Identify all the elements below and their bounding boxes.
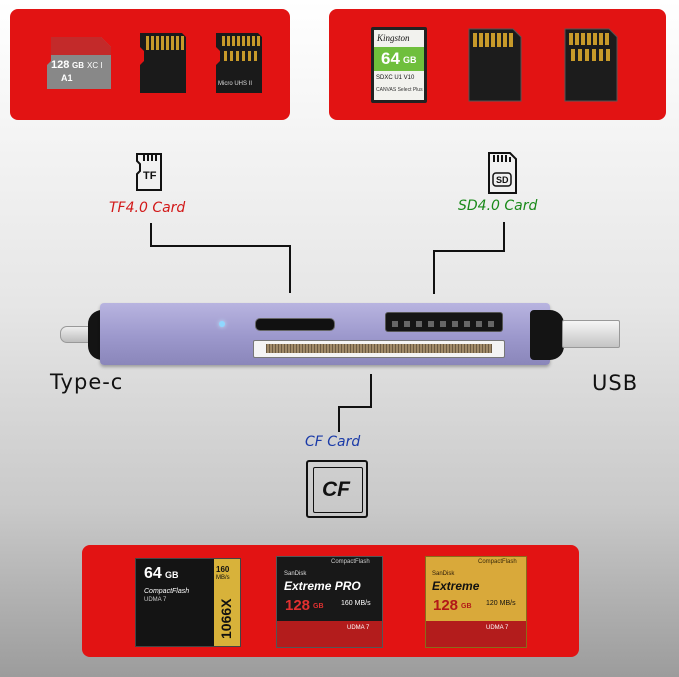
cf-leader-vertical-top — [370, 374, 372, 408]
cf3-line: Extreme — [432, 579, 480, 593]
cf3-red-band — [426, 621, 526, 647]
sd-uhs2-card-shape — [564, 28, 618, 102]
cf1-speed: 160 — [216, 565, 230, 574]
microsd-a1: A1 — [61, 73, 73, 83]
tf-card-label: TF4.0 Card — [109, 200, 186, 216]
tf-icon-text: TF — [143, 170, 157, 182]
cf2-line: Extreme PRO — [284, 579, 361, 593]
tf-leader-horizontal — [150, 245, 291, 247]
sd-uhs2-card — [563, 27, 619, 103]
cf1-speed-unit: MB/s — [216, 575, 230, 581]
cf2-speed: 160 MB/s — [341, 600, 371, 607]
sd-marks: SDXC U1 V10 — [376, 75, 415, 81]
cf2-brand: CompactFlash — [331, 559, 370, 565]
sd-capacity: 64 — [381, 49, 400, 68]
sd-brand: Kingston — [377, 33, 410, 43]
cf-slot-pins — [266, 344, 492, 353]
tf-card-icon: TF — [134, 152, 164, 192]
sd-unit: GB — [403, 55, 417, 65]
sd-card-icon: SD — [486, 151, 518, 195]
cf-card-icon-inner — [313, 467, 363, 513]
cf-card-slot — [253, 340, 505, 358]
cf3-maker: SanDisk — [432, 571, 455, 577]
cf-leader-vertical-down — [338, 406, 340, 432]
cf1-rating: 1066X — [218, 598, 234, 639]
top-right-card-panel: Kingston 64 GB SDXC U1 V10 CANVAS Select… — [329, 9, 666, 120]
cf2-udma: UDMA 7 — [347, 625, 370, 631]
sd-card-front: Kingston 64 GB SDXC U1 V10 CANVAS Select… — [371, 27, 427, 103]
sd-slot-pins — [392, 321, 494, 327]
type-c-label: Type-c — [50, 370, 124, 394]
microsd-marks: XC I — [87, 61, 103, 70]
cf2-red-band — [277, 621, 382, 647]
microsd-card-front: 128 GB XC I A1 — [45, 35, 113, 91]
tf-card-icon-shape — [136, 153, 162, 191]
top-left-card-panel: 128 GB XC I A1 Micro UHS II — [10, 9, 290, 120]
cf-card-icon: CF — [306, 460, 368, 518]
sd-leader-vertical-top — [503, 222, 505, 251]
cf-card-extreme: CompactFlash SanDisk Extreme 128 GB 120 … — [425, 556, 527, 648]
tf-leader-vertical-down — [289, 245, 291, 293]
cf-leader-horizontal — [338, 406, 372, 408]
microsd-unit: GB — [72, 61, 84, 70]
microsd-uhs2-text: Micro UHS II — [218, 81, 253, 87]
cf-icon-text: CF — [322, 478, 350, 501]
sd-leader-vertical-down — [433, 250, 435, 294]
tf-card-slot — [255, 318, 335, 331]
cf1-udma: UDMA 7 — [144, 597, 167, 603]
sd-card-back-shape — [468, 28, 522, 102]
sd-card-icon-shape — [488, 152, 517, 194]
usb-a-connector — [562, 320, 620, 348]
usb-label: USB — [592, 371, 639, 395]
sd-model: CANVAS Select Plus — [376, 87, 423, 93]
cf2-capacity: 128 — [285, 597, 311, 614]
cf3-udma: UDMA 7 — [486, 625, 509, 631]
microsd-uhs2-card-shape — [216, 33, 262, 93]
status-led — [219, 321, 225, 327]
cf-card-1066x-gold-band — [214, 559, 240, 646]
cf-card-1066x: 64 GB CompactFlash UDMA 7 160 MB/s 1066X — [135, 558, 241, 647]
sd-leader-horizontal — [433, 250, 505, 252]
cf2-unit: GB — [313, 603, 324, 610]
reader-right-cap — [530, 310, 564, 360]
cf3-capacity: 128 — [433, 597, 459, 614]
cf2-maker: SanDisk — [284, 571, 307, 577]
sd-card-label: SD4.0 Card — [458, 198, 538, 214]
microsd-capacity: 128 — [51, 59, 70, 71]
cf-card-extreme-pro: CompactFlash SanDisk Extreme PRO 128 GB … — [276, 556, 383, 648]
cf-card-label: CF Card — [305, 434, 361, 450]
microsd-card-back-shape — [140, 33, 186, 93]
microsd-uhs2-card: Micro UHS II — [214, 31, 264, 95]
cf3-unit: GB — [461, 603, 472, 610]
cf1-brand: CompactFlash — [144, 588, 190, 595]
cf1-capacity: 64 — [144, 565, 162, 582]
tf-leader-vertical-top — [150, 223, 152, 246]
sd-card-slot — [385, 312, 503, 332]
cf1-unit: GB — [165, 570, 179, 580]
bottom-cf-card-panel: 64 GB CompactFlash UDMA 7 160 MB/s 1066X… — [82, 545, 579, 657]
cf3-speed: 120 MB/s — [486, 600, 516, 607]
sd-green-stripe — [374, 47, 424, 71]
cf3-brand: CompactFlash — [478, 559, 517, 565]
microsd-card-front-shape — [47, 37, 111, 89]
microsd-card-back — [138, 31, 188, 95]
sd-card-back — [467, 27, 523, 103]
sd-icon-text: SD — [496, 175, 509, 185]
